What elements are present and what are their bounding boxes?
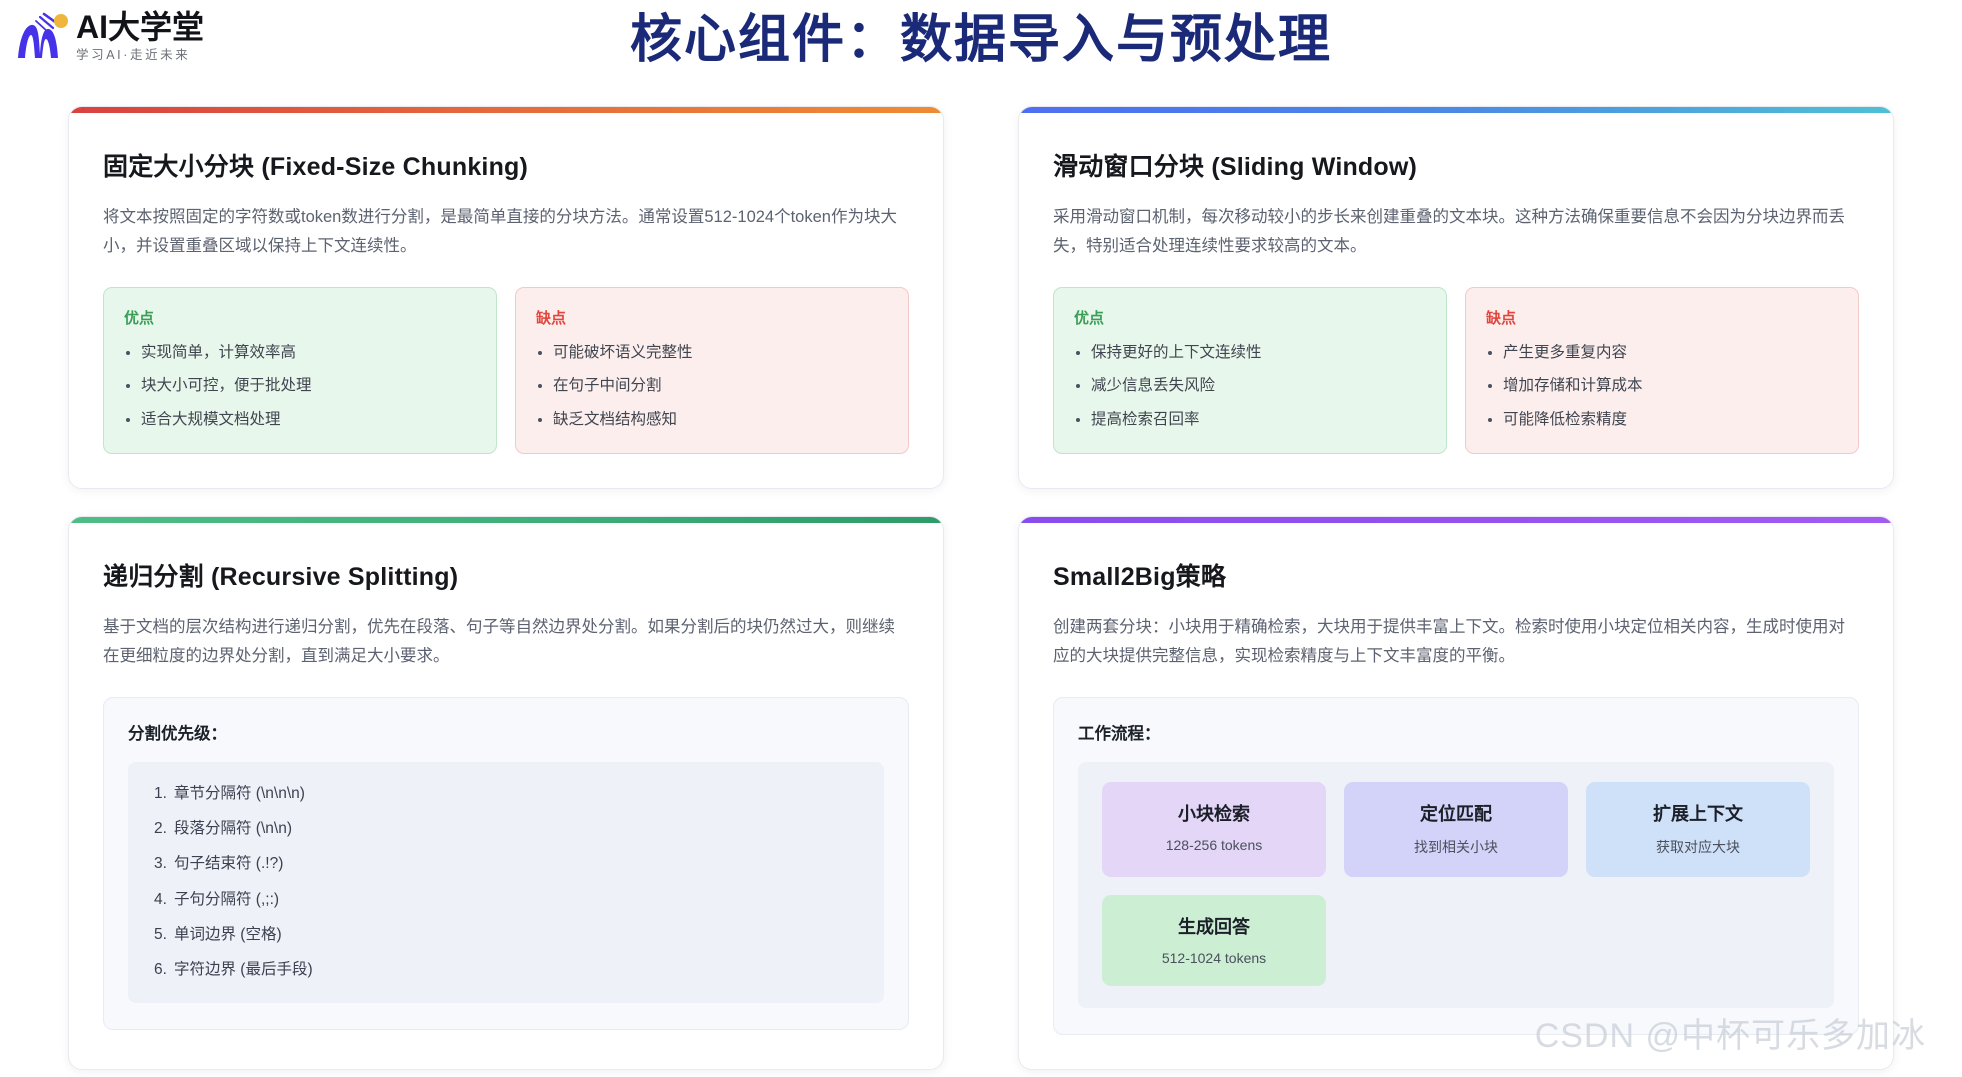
pros-box: 优点 保持更好的上下文连续性 减少信息丢失风险 提高检索召回率 xyxy=(1053,286,1447,455)
pros-cons-row: 优点 保持更好的上下文连续性 减少信息丢失风险 提高检索召回率 缺点 产生更多重… xyxy=(1053,286,1859,455)
panel-title: 分割优先级： xyxy=(128,724,227,743)
list-item: 提高检索召回率 xyxy=(1074,409,1426,431)
panel-inner: 章节分隔符 (\n\n\n) 段落分隔符 (\n\n) 句子结束符 (.!?) … xyxy=(128,761,884,1004)
card-title: 滑动窗口分块 (Sliding Window) xyxy=(1053,153,1418,181)
card-sliding-window: 滑动窗口分块 (Sliding Window) 采用滑动窗口机制，每次移动较小的… xyxy=(1018,106,1894,490)
cons-list: 可能破坏语义完整性 在句子中间分割 缺乏文档结构感知 xyxy=(536,342,888,431)
list-item: 保持更好的上下文连续性 xyxy=(1074,342,1426,364)
card-title: 递归分割 (Recursive Splitting) xyxy=(103,563,459,592)
brand-tagline: 学习AI·走近未来 xyxy=(76,47,191,62)
workflow-step[interactable]: 扩展上下文 获取对应大块 xyxy=(1586,781,1810,877)
page-header: AI大学堂 学习AI·走近未来 核心组件：数据导入与预处理 xyxy=(0,0,1962,106)
card-title: Small2Big策略 xyxy=(1053,563,1227,592)
brand-name: AI大学堂 xyxy=(76,9,205,45)
workflow-step-name: 定位匹配 xyxy=(1420,803,1492,824)
workflow-panel: 工作流程： 小块检索 128-256 tokens 定位匹配 找到相关小块 扩展… xyxy=(1053,696,1859,1035)
workflow-step-grid: 小块检索 128-256 tokens 定位匹配 找到相关小块 扩展上下文 获取… xyxy=(1102,781,1810,986)
workflow-step-meta: 512-1024 tokens xyxy=(1161,949,1267,966)
brand-logo[interactable]: AI大学堂 学习AI·走近未来 xyxy=(14,8,204,66)
list-item: 字符边界 (最后手段) xyxy=(154,958,313,982)
cons-heading: 缺点 xyxy=(1486,309,1517,327)
list-item: 实现简单，计算效率高 xyxy=(124,342,476,364)
card-fixed-size-chunking: 固定大小分块 (Fixed-Size Chunking) 将文本按照固定的字符数… xyxy=(68,106,944,490)
workflow-step[interactable]: 小块检索 128-256 tokens xyxy=(1102,781,1326,877)
workflow-step-name: 小块检索 xyxy=(1178,803,1250,824)
workflow-step-meta: 获取对应大块 xyxy=(1656,838,1740,855)
list-item: 产生更多重复内容 xyxy=(1486,342,1838,364)
card-description: 采用滑动窗口机制，每次移动较小的步长来创建重叠的文本块。这种方法确保重要信息不会… xyxy=(1053,208,1845,256)
workflow-step-meta: 找到相关小块 xyxy=(1414,838,1498,855)
cons-heading: 缺点 xyxy=(536,309,567,327)
ai-daxuetang-logo-icon xyxy=(14,8,70,66)
list-item: 章节分隔符 (\n\n\n) xyxy=(154,782,305,806)
pros-heading: 优点 xyxy=(124,309,155,327)
card-description: 基于文档的层次结构进行递归分割，优先在段落、句子等自然边界处分割。如果分割后的块… xyxy=(103,618,895,666)
workflow-step-name: 扩展上下文 xyxy=(1653,803,1743,824)
card-recursive-splitting: 递归分割 (Recursive Splitting) 基于文档的层次结构进行递归… xyxy=(68,516,944,1070)
pros-box: 优点 实现简单，计算效率高 块大小可控，便于批处理 适合大规模文档处理 xyxy=(103,286,497,455)
list-item: 子句分隔符 (,;:) xyxy=(154,888,280,912)
list-item: 句子结束符 (.!?) xyxy=(154,852,284,876)
card-grid: 固定大小分块 (Fixed-Size Chunking) 将文本按照固定的字符数… xyxy=(0,106,1962,1070)
card-accent-bar xyxy=(1019,517,1893,524)
panel-inner: 小块检索 128-256 tokens 定位匹配 找到相关小块 扩展上下文 获取… xyxy=(1078,761,1834,1008)
list-item: 减少信息丢失风险 xyxy=(1074,375,1426,397)
card-accent-bar xyxy=(69,107,943,113)
list-item: 适合大规模文档处理 xyxy=(124,409,476,431)
panel-title: 工作流程： xyxy=(1078,724,1161,743)
list-item: 增加存储和计算成本 xyxy=(1486,375,1838,397)
list-item: 在句子中间分割 xyxy=(536,375,888,397)
card-title: 固定大小分块 (Fixed-Size Chunking) xyxy=(103,153,529,181)
pros-heading: 优点 xyxy=(1074,309,1105,327)
card-small2big-strategy: Small2Big策略 创建两套分块：小块用于精确检索，大块用于提供丰富上下文。… xyxy=(1018,516,1894,1070)
cons-list: 产生更多重复内容 增加存储和计算成本 可能降低检索精度 xyxy=(1486,342,1838,431)
list-item: 缺乏文档结构感知 xyxy=(536,409,888,431)
pros-list: 保持更好的上下文连续性 减少信息丢失风险 提高检索召回率 xyxy=(1074,342,1426,431)
pros-cons-row: 优点 实现简单，计算效率高 块大小可控，便于批处理 适合大规模文档处理 缺点 可… xyxy=(103,286,909,455)
workflow-step-meta: 128-256 tokens xyxy=(1165,836,1263,853)
split-priority-panel: 分割优先级： 章节分隔符 (\n\n\n) 段落分隔符 (\n\n) 句子结束符… xyxy=(103,696,909,1031)
card-accent-bar xyxy=(69,517,943,524)
cons-box: 缺点 可能破坏语义完整性 在句子中间分割 缺乏文档结构感知 xyxy=(515,286,909,455)
list-item: 可能降低检索精度 xyxy=(1486,409,1838,431)
cons-box: 缺点 产生更多重复内容 增加存储和计算成本 可能降低检索精度 xyxy=(1465,286,1859,455)
workflow-step[interactable]: 生成回答 512-1024 tokens xyxy=(1102,894,1326,986)
card-accent-bar xyxy=(1019,107,1893,113)
pros-list: 实现简单，计算效率高 块大小可控，便于批处理 适合大规模文档处理 xyxy=(124,342,476,431)
list-item: 块大小可控，便于批处理 xyxy=(124,375,476,397)
list-item: 可能破坏语义完整性 xyxy=(536,342,888,364)
page-title: 核心组件：数据导入与预处理 xyxy=(629,11,1332,69)
list-item: 单词边界 (空格) xyxy=(154,923,282,947)
card-description: 将文本按照固定的字符数或token数进行分割，是最简单直接的分块方法。通常设置5… xyxy=(103,208,897,256)
card-description: 创建两套分块：小块用于精确检索，大块用于提供丰富上下文。检索时使用小块定位相关内… xyxy=(1053,618,1845,666)
priority-list: 章节分隔符 (\n\n\n) 段落分隔符 (\n\n) 句子结束符 (.!?) … xyxy=(152,782,860,982)
list-item: 段落分隔符 (\n\n) xyxy=(154,817,292,841)
workflow-step[interactable]: 定位匹配 找到相关小块 xyxy=(1344,781,1568,877)
workflow-step-name: 生成回答 xyxy=(1178,916,1250,937)
